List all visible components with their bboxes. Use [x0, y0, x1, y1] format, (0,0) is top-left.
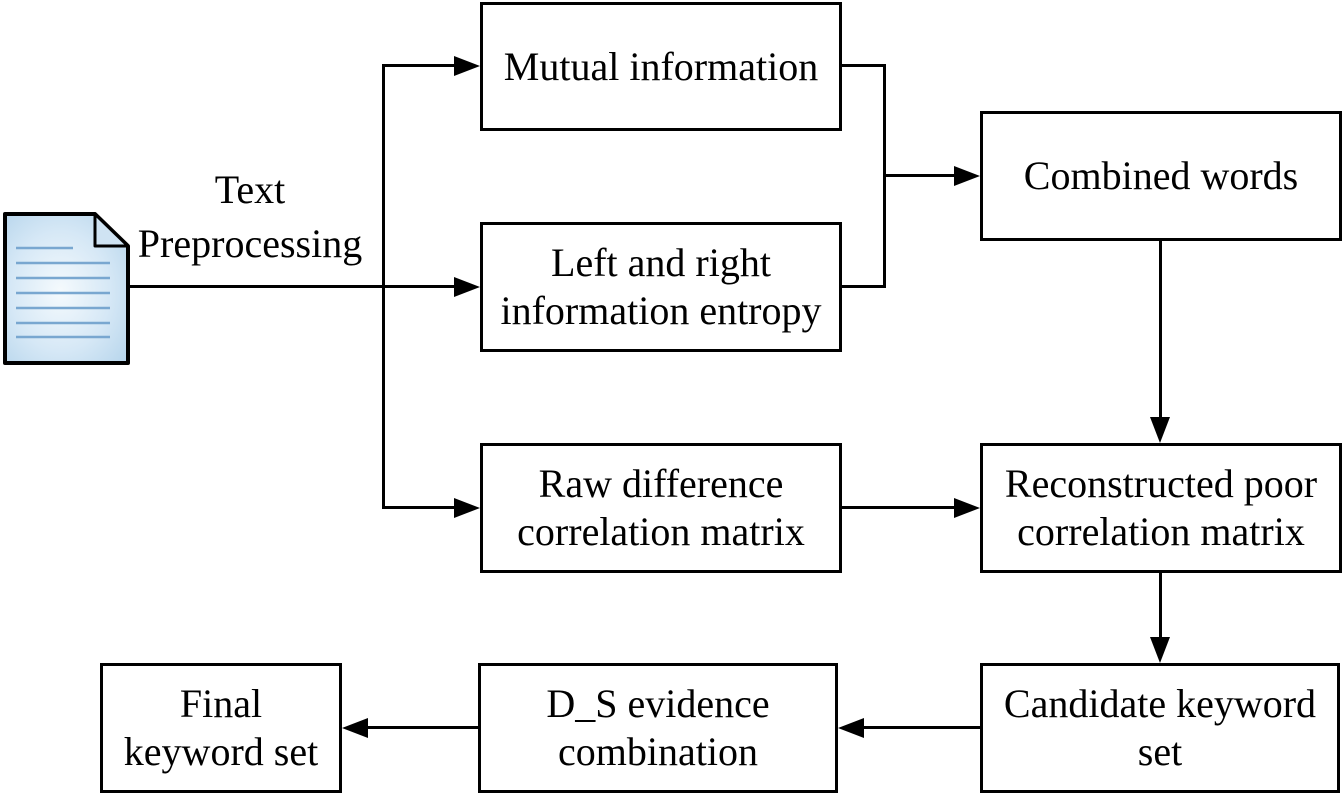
arrowhead-into-entropy [454, 277, 480, 297]
arrowhead-into-raw-difference [454, 498, 480, 518]
edge-merge-to-combined-line [883, 174, 954, 177]
node-label: set [1137, 729, 1183, 774]
text-preprocessing-line2: Preprocessing [137, 221, 363, 266]
edge-raw-to-reconstructed-line [840, 506, 954, 509]
node-label: Raw difference [538, 461, 784, 506]
edge-entropy-out-line [840, 285, 886, 288]
node-label: correlation matrix [517, 509, 805, 554]
node-label: Reconstructed poor [1004, 461, 1318, 506]
node-label: combination [558, 729, 758, 774]
edge-ds-to-final-line [366, 726, 478, 729]
node-combined-words: Combined words [980, 111, 1342, 241]
document-text-lines [16, 246, 110, 339]
node-label: Candidate keyword [1003, 681, 1317, 726]
node-left-right-information-entropy: Left and right information entropy [480, 222, 842, 352]
edge-candidate-to-ds-line [862, 726, 980, 729]
arrowhead-into-ds-evidence [838, 718, 864, 738]
node-final-keyword-set: Final keyword set [100, 663, 342, 793]
node-label: information entropy [500, 288, 822, 333]
text-preprocessing-line1: Text [214, 167, 286, 212]
arrowhead-into-combined-words [954, 166, 980, 186]
edge-mutual-out-line [840, 64, 886, 67]
node-raw-difference-correlation-matrix: Raw difference correlation matrix [480, 443, 842, 573]
edge-branch-to-mutual-line [382, 64, 454, 67]
document-page [3, 212, 130, 365]
node-label: Left and right [551, 240, 771, 285]
edge-reconstructed-down-line [1159, 571, 1162, 637]
edge-branch-to-raw-line [382, 506, 454, 509]
edge-document-main-line [128, 285, 454, 288]
document-icon [3, 212, 130, 365]
arrowhead-into-reconstructed-left [954, 498, 980, 518]
text-preprocessing-label: Text Preprocessing [105, 163, 395, 271]
node-label: Final [179, 681, 263, 726]
edge-combined-down-line [1159, 239, 1162, 417]
node-label: correlation matrix [1017, 509, 1305, 554]
node-label: D_S evidence [546, 681, 770, 726]
node-candidate-keyword-set: Candidate keyword set [980, 663, 1340, 793]
node-label: Mutual information [503, 43, 819, 89]
arrowhead-into-candidate [1150, 637, 1170, 663]
node-mutual-information: Mutual information [480, 2, 842, 131]
node-ds-evidence-combination: D_S evidence combination [478, 663, 838, 793]
node-reconstructed-poor-correlation-matrix: Reconstructed poor correlation matrix [980, 443, 1342, 573]
edge-branch-vertical-line [382, 64, 385, 509]
node-label: keyword set [123, 729, 319, 774]
arrowhead-into-reconstructed-top [1150, 417, 1170, 443]
document-fold-corner [93, 212, 130, 248]
arrowhead-into-mutual-information [454, 56, 480, 76]
node-label: Combined words [1023, 153, 1299, 198]
arrowhead-into-final-keyword-set [342, 718, 368, 738]
